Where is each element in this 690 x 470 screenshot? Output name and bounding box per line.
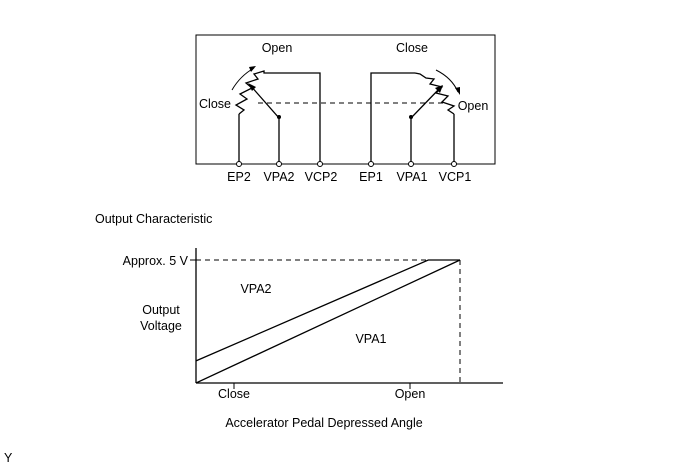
x-tick-label-open: Open (395, 387, 426, 401)
y-tick-label: Approx. 5 V (123, 254, 189, 268)
left-open-label: Open (262, 41, 293, 55)
terminal-vcp1-label: VCP1 (439, 170, 472, 184)
y-axis-label-line-1: Output (142, 303, 180, 317)
circuit-box (195, 34, 496, 165)
y-axis-label-line-2: Voltage (140, 319, 182, 333)
right-close-label: Close (396, 41, 428, 55)
terminal-vpa1-label: VPA1 (396, 170, 427, 184)
series-label-vpa2: VPA2 (240, 282, 271, 296)
terminal-ep2-label: EP2 (227, 170, 251, 184)
series-line-vpa2 (195, 259, 460, 362)
right-sensor-wiring (370, 69, 460, 164)
left-close-label: Close (199, 97, 231, 111)
right-open-label: Open (458, 99, 489, 113)
x-axis-label: Accelerator Pedal Depressed Angle (225, 416, 422, 430)
terminal-vcp2-label: VCP2 (305, 170, 338, 184)
x-tick-label-close: Close (218, 387, 250, 401)
series-line-vpa1 (195, 259, 461, 384)
series-label-vpa1: VPA1 (355, 332, 386, 346)
terminal-ep1-label: EP1 (359, 170, 383, 184)
output-characteristic-heading: Output Characteristic (95, 212, 212, 226)
terminal-vpa2-label: VPA2 (263, 170, 294, 184)
terminal-markers (236, 161, 457, 167)
left-sensor-wiring (231, 66, 321, 164)
plot-area (190, 259, 461, 389)
corner-mark: Y (4, 451, 13, 465)
